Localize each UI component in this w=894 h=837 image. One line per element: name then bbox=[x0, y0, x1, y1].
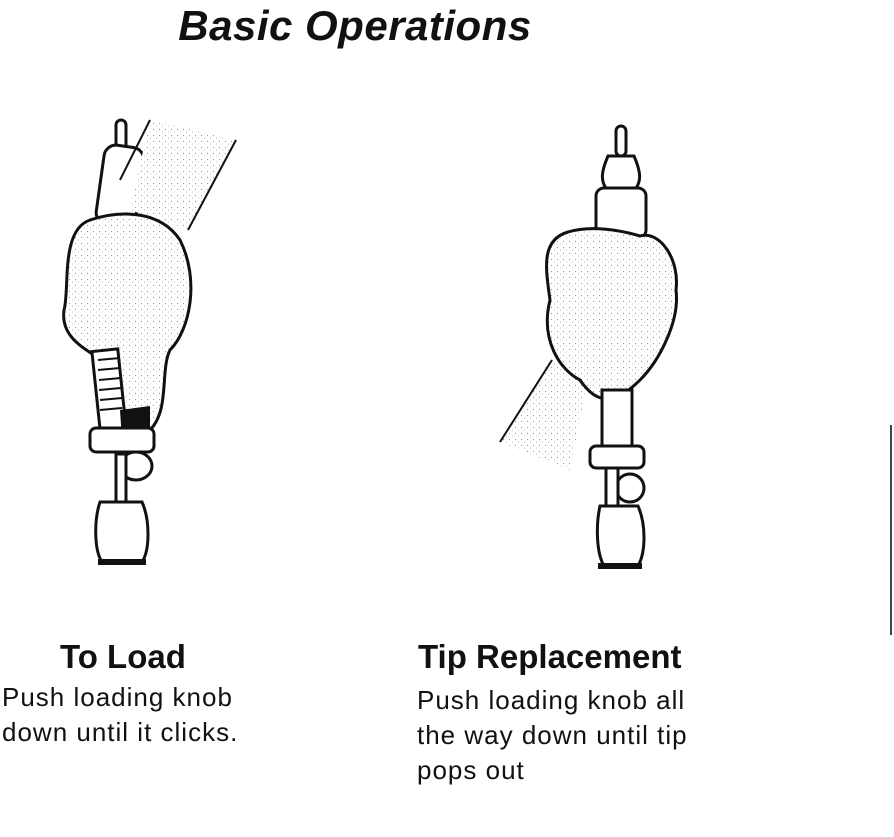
scan-edge-mark bbox=[890, 425, 892, 635]
to-load-heading: To Load bbox=[60, 638, 186, 675]
load-illustration bbox=[62, 118, 237, 565]
to-load-instructions: Push loading knob down until it clicks. bbox=[2, 680, 302, 750]
tip-replacement-instructions: Push loading knob all the way down until… bbox=[417, 683, 737, 788]
tip-replacement-line: the way down until tip bbox=[417, 720, 688, 750]
to-load-line: Push loading knob bbox=[2, 682, 233, 712]
tip-replacement-heading: Tip Replacement bbox=[418, 638, 682, 675]
tip-replacement-illustration bbox=[499, 124, 679, 569]
tip-replacement-line: pops out bbox=[417, 755, 525, 785]
page-title: Basic Operations bbox=[178, 2, 532, 49]
to-load-line: down until it clicks. bbox=[2, 717, 239, 747]
tip-replacement-line: Push loading knob all bbox=[417, 685, 686, 715]
